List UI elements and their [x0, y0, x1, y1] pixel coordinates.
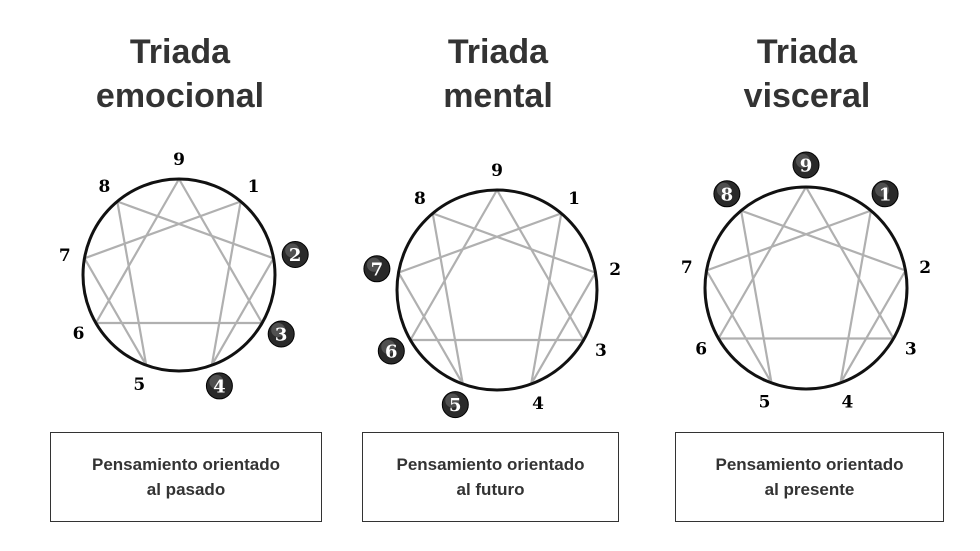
caption-line2: al presente [764, 480, 855, 499]
point-label-6: 6 [695, 340, 707, 360]
caption-line2: al futuro [456, 480, 525, 499]
point-label-8: 8 [98, 177, 110, 197]
panel-title-line2: visceral [743, 77, 871, 115]
caption-box: Pensamiento orientado al pasado [50, 432, 322, 522]
panel-title-line2: emocional [95, 77, 265, 115]
triangle-lines [409, 188, 585, 342]
panel-title-line1: Triada [756, 33, 858, 71]
caption-line1: Pensamiento orientado [396, 455, 585, 474]
point-label: 5 [449, 395, 462, 416]
point-badge-9: 9 [792, 151, 820, 179]
point-badge-4: 4 [205, 372, 233, 400]
point-label-3: 3 [905, 340, 917, 360]
enneagram-circle [395, 188, 599, 392]
point-label: 3 [275, 325, 288, 346]
point-badge-3: 3 [267, 320, 295, 348]
enneagram-diagram: 9 1 2 3 4 5 6 7 8 [681, 151, 931, 413]
point-label-7: 7 [59, 246, 71, 266]
panel-title-line1: Triada [447, 33, 549, 71]
point-label: 4 [213, 376, 226, 397]
point-badge-5: 5 [441, 391, 469, 419]
point-label-2: 2 [609, 260, 621, 280]
point-label-7: 7 [681, 258, 693, 278]
point-badge-1: 1 [871, 180, 899, 208]
triangle-lines [717, 185, 895, 340]
point-label-8: 8 [414, 189, 426, 209]
point-label-4: 4 [532, 394, 544, 414]
triad-panel-emotional: Triada emocional 9 1 2 3 4 5 6 7 8 Pensamiento o… [17, 0, 343, 551]
caption-line1: Pensamiento orientado [92, 455, 280, 474]
point-label-5: 5 [759, 393, 771, 413]
hexad-lines [705, 209, 907, 384]
panel-title: Triada mental [335, 30, 661, 118]
panel-title-line1: Triada [129, 33, 231, 71]
point-label: 1 [879, 184, 892, 205]
point-label: 9 [800, 156, 813, 177]
point-label-4: 4 [841, 393, 853, 413]
point-label-2: 2 [919, 258, 931, 278]
triad-panel-visceral: Triada visceral 9 1 2 3 4 5 6 7 8 Pensamiento or… [644, 0, 970, 551]
point-label-9: 9 [173, 150, 185, 170]
point-label: 7 [371, 259, 384, 280]
hexad-lines [397, 212, 597, 386]
caption-line1: Pensamiento orientado [715, 455, 904, 474]
point-badge-2: 2 [281, 241, 309, 268]
point-label: 6 [385, 342, 398, 363]
panel-title-line2: mental [443, 77, 553, 115]
enneagram-diagram: 9 1 2 3 4 5 6 7 8 [363, 161, 621, 419]
point-badge-7: 7 [363, 255, 391, 283]
caption-box: Pensamiento orientado al presente [675, 432, 944, 522]
point-badge-8: 8 [713, 180, 741, 208]
point-label-6: 6 [73, 324, 85, 344]
point-label-5: 5 [133, 375, 145, 395]
enneagram-diagram: 9 1 2 3 4 5 6 7 8 [59, 150, 309, 400]
point-label-3: 3 [595, 341, 607, 361]
caption-line2: al pasado [146, 480, 226, 499]
enneagram-circle [81, 177, 277, 373]
panel-title: Triada emocional [17, 30, 343, 118]
point-label-1: 1 [248, 177, 260, 197]
hexad-lines [83, 200, 275, 367]
enneagram-circle [703, 185, 909, 391]
panel-title: Triada visceral [644, 30, 970, 118]
triad-panel-mental: Triada mental 9 1 2 3 4 5 6 7 8 Pensamiento orie… [335, 0, 661, 551]
caption-box: Pensamiento orientado al futuro [362, 432, 619, 522]
point-badge-6: 6 [377, 337, 405, 365]
point-label-9: 9 [491, 161, 503, 181]
triangle-lines [94, 177, 264, 325]
point-label: 8 [721, 184, 734, 205]
point-label: 2 [289, 245, 302, 266]
point-label-1: 1 [568, 189, 580, 209]
